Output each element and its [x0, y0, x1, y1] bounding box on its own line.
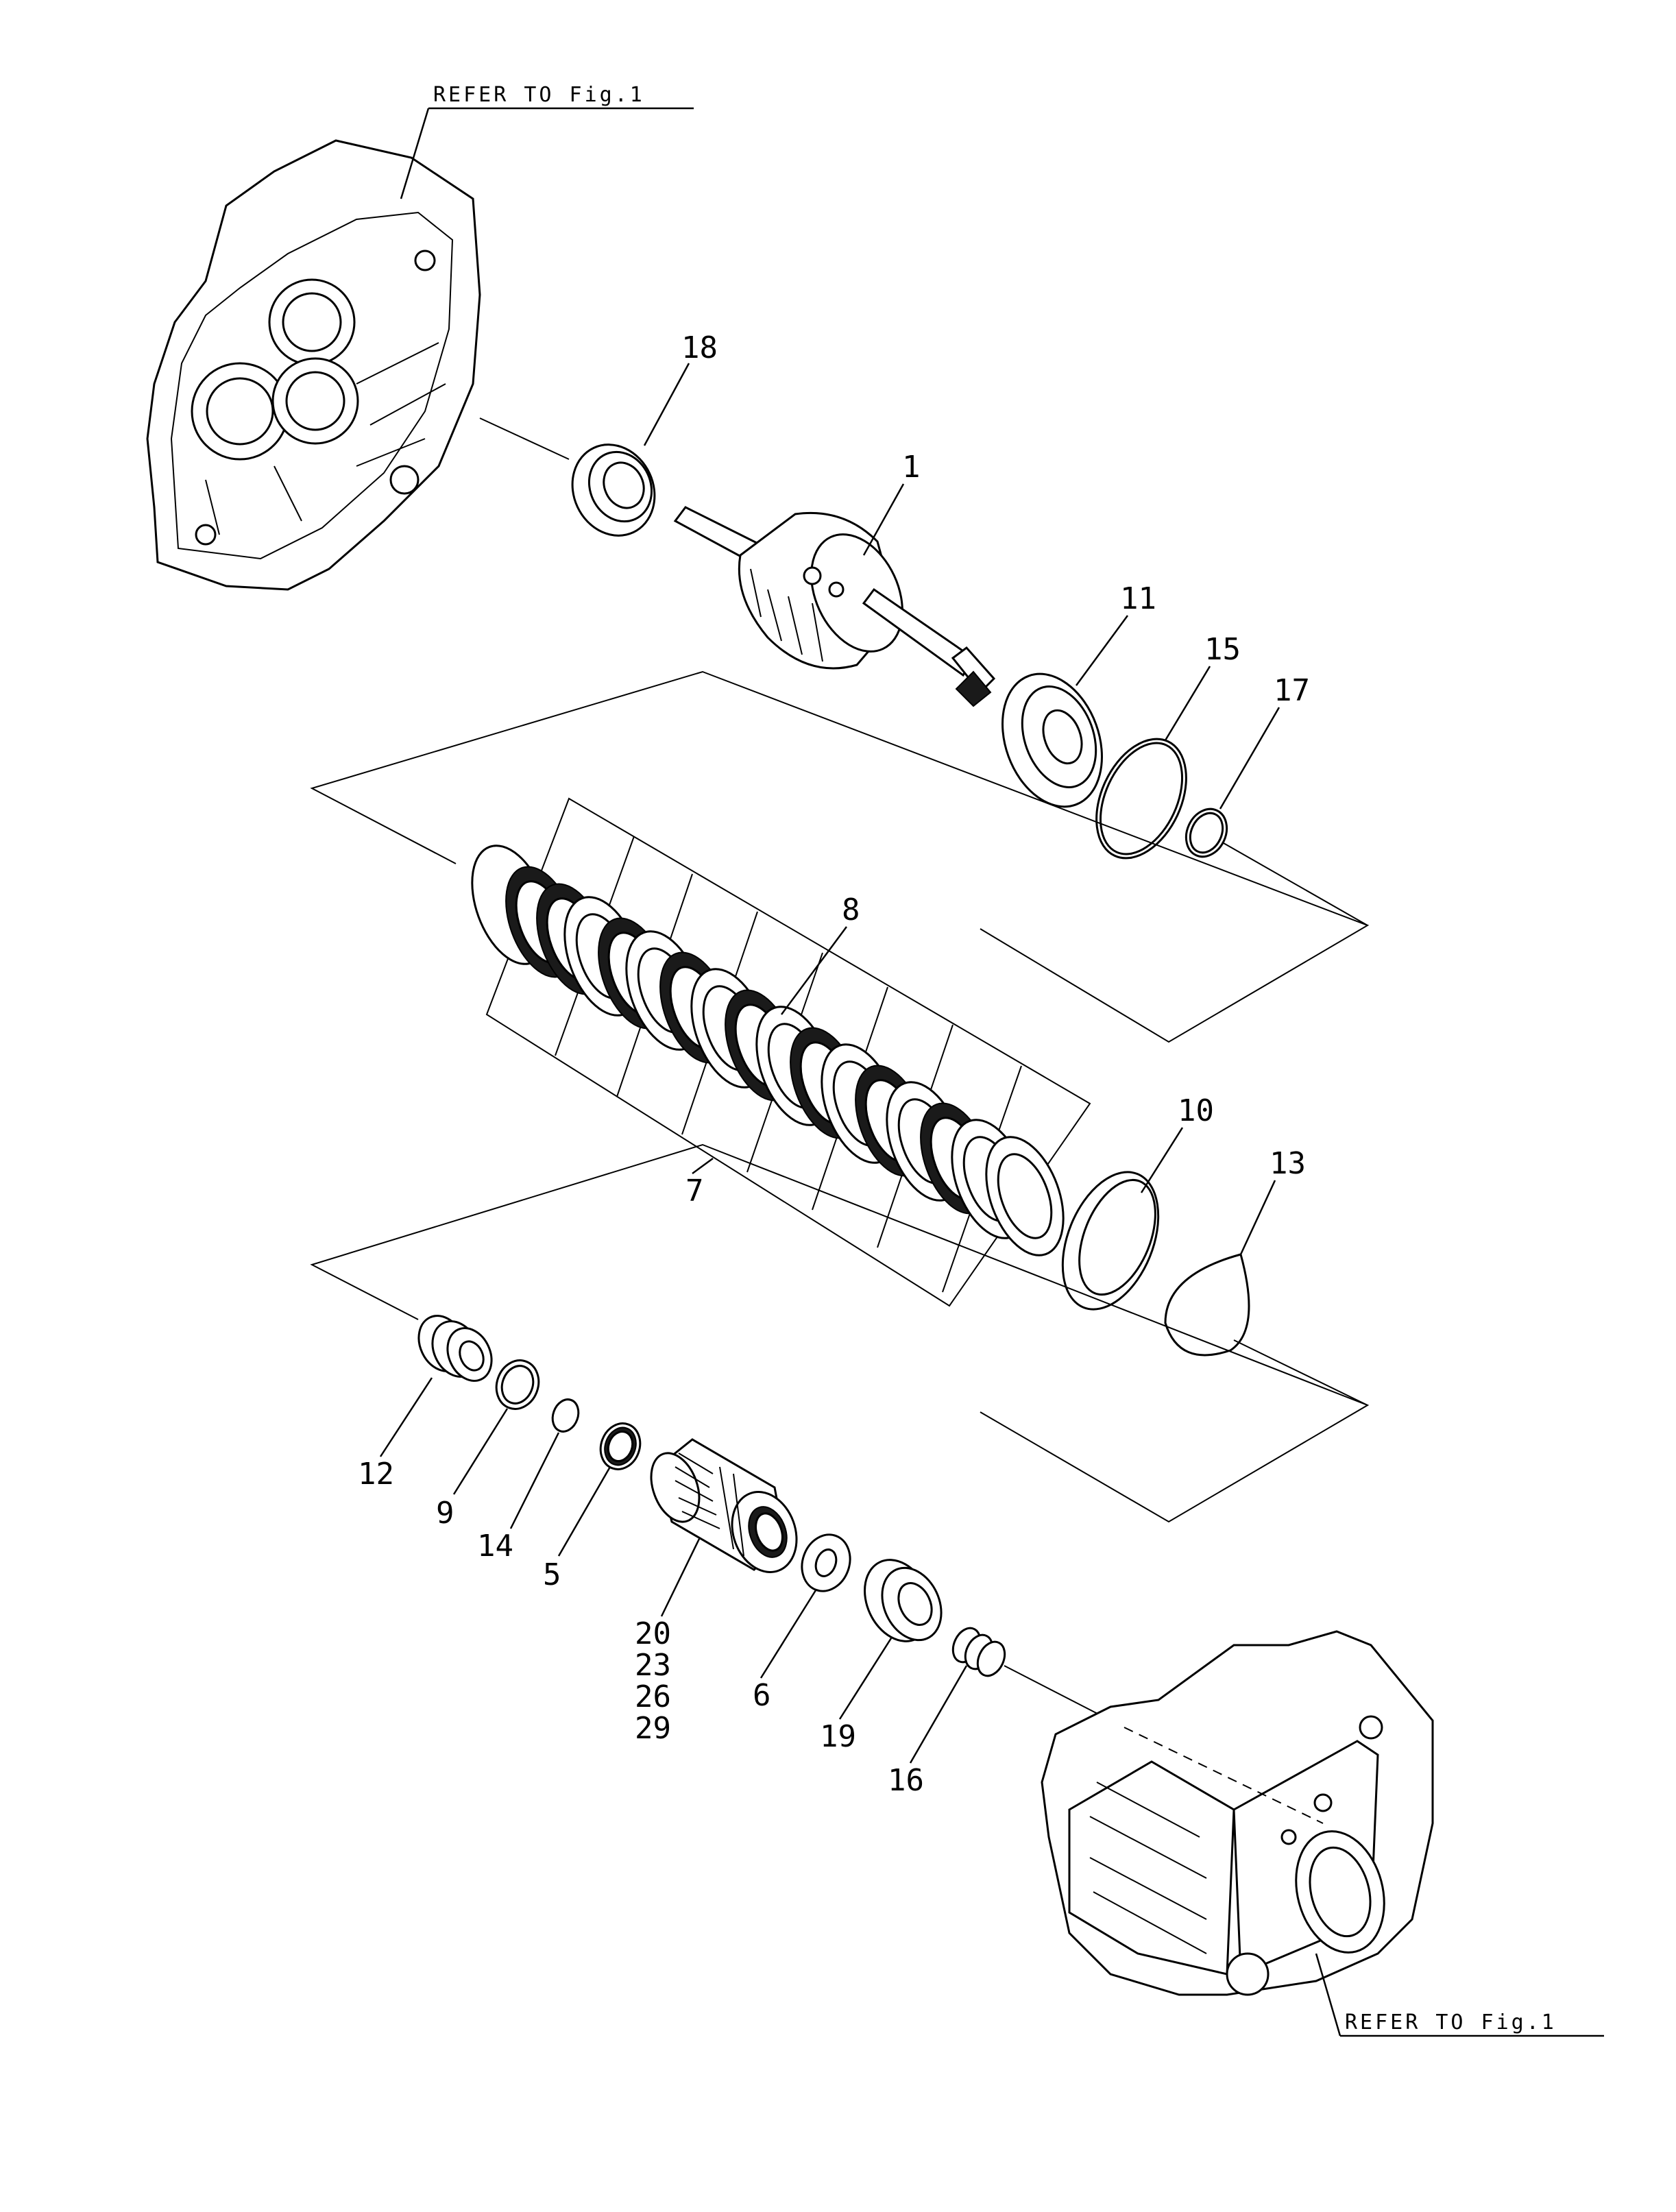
frame-upper: [310, 670, 1370, 1043]
part-18-bearing: [571, 443, 656, 537]
label-18: 18: [681, 330, 718, 365]
clutch-plates-7-8: [471, 844, 1065, 1256]
label-10: 10: [1178, 1093, 1214, 1128]
frame-lower: [310, 1143, 1370, 1523]
part-9-washer: [495, 1359, 540, 1410]
label-29: 29: [635, 1711, 671, 1746]
leader-11: [1075, 615, 1129, 686]
leader-7: [692, 1157, 714, 1175]
leader-8: [780, 926, 848, 1015]
label-16: 16: [888, 1763, 924, 1798]
reference-text-top: REFER TO Fig.1: [433, 83, 645, 107]
label-group-20-23-26-29: 20 23 26 29: [635, 1616, 671, 1746]
label-5: 5: [543, 1557, 561, 1592]
leader-10: [1140, 1127, 1184, 1193]
part-11-piston: [1001, 672, 1103, 808]
leader-9: [452, 1408, 509, 1495]
axis-line-top: [479, 417, 570, 460]
reference-callout-bottom: REFER TO Fig.1: [1315, 1953, 1604, 2037]
part-16-spring: [951, 1627, 1006, 1677]
label-26: 26: [635, 1679, 671, 1714]
part-13-snap-ring: [1164, 1253, 1250, 1357]
label-1: 1: [902, 450, 921, 485]
part-6-washer: [801, 1533, 851, 1592]
part-5-washer: [599, 1422, 642, 1470]
reference-callout-top: REFER TO Fig.1: [400, 83, 694, 199]
leader-20: [660, 1538, 701, 1617]
axis-line-ring: [1223, 842, 1368, 926]
leader-13: [1239, 1180, 1276, 1255]
part-15-o-ring: [1095, 738, 1187, 860]
label-11: 11: [1120, 581, 1156, 616]
leader-6: [760, 1590, 817, 1679]
label-9: 9: [436, 1496, 454, 1531]
label-12: 12: [358, 1457, 394, 1492]
part-14-circlip: [551, 1398, 580, 1433]
label-17: 17: [1274, 673, 1310, 708]
part-12-spring: [417, 1315, 493, 1382]
part-17-ring: [1185, 807, 1228, 858]
leader-19: [838, 1638, 892, 1720]
part-20-gear-hub: [650, 1438, 798, 1573]
leader-14: [509, 1432, 560, 1529]
label-19: 19: [820, 1719, 856, 1754]
housing-case-bottom: [1041, 1630, 1434, 1996]
housing-cover-top: [146, 139, 481, 591]
leader-12: [379, 1377, 433, 1457]
leader-1: [862, 483, 905, 556]
label-6: 6: [753, 1678, 771, 1713]
label-7: 7: [685, 1174, 704, 1208]
part-10-ring: [1061, 1171, 1160, 1311]
leader-15: [1164, 666, 1211, 741]
label-15: 15: [1204, 632, 1241, 667]
label-13: 13: [1270, 1146, 1306, 1181]
axis-line-lower: [1233, 1339, 1368, 1406]
leader-16: [909, 1665, 968, 1764]
leader-18: [643, 363, 690, 446]
leader-17: [1219, 707, 1280, 810]
leader-5: [557, 1466, 611, 1557]
label-23: 23: [635, 1648, 671, 1683]
part-1-shaft-gear: [673, 506, 996, 707]
label-8: 8: [842, 892, 860, 927]
part-19-bearing: [864, 1559, 943, 1642]
label-14: 14: [477, 1529, 513, 1564]
label-20: 20: [635, 1616, 671, 1651]
reference-text-bottom: REFER TO Fig.1: [1345, 2010, 1557, 2034]
